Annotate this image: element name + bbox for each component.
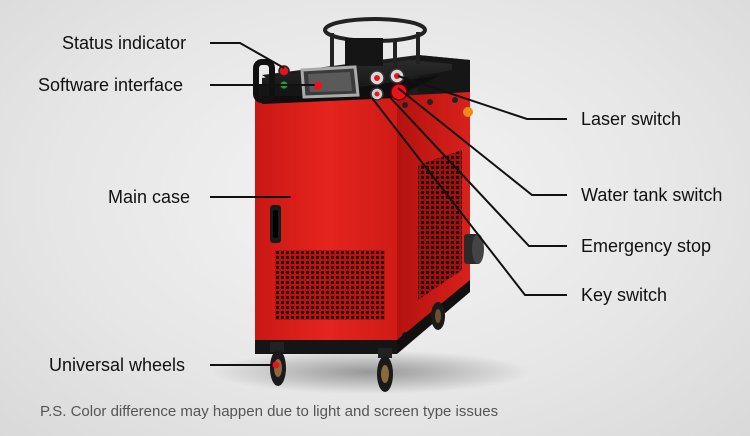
- leader-emergency-stop: [384, 91, 567, 247]
- marker-dots: [272, 81, 322, 369]
- label-software-interface: Software interface: [38, 75, 184, 95]
- label-universal-wheels: Universal wheels: [49, 355, 186, 375]
- wheel-rear-right: [431, 302, 445, 330]
- side-knob-icon: [463, 107, 473, 117]
- status-indicator-icon: [278, 65, 290, 77]
- leader-water-tank-switch: [397, 87, 567, 196]
- label-water-tank-switch: Water tank switch: [581, 185, 723, 205]
- label-emergency-stop: Emergency stop: [581, 236, 712, 256]
- color-disclaimer-note: P.S. Color difference may happen due to …: [40, 403, 499, 420]
- wheel-front-right: [377, 348, 393, 392]
- leader-lines: [210, 42, 567, 366]
- leader-status-indicator: [210, 42, 285, 69]
- leader-laser-switch: [397, 75, 567, 120]
- label-key-switch: Key switch: [581, 285, 668, 305]
- label-main-case: Main case: [108, 187, 191, 207]
- control-panel: [253, 59, 440, 104]
- lifting-handle-icon: [253, 59, 275, 103]
- label-laser-switch: Laser switch: [581, 109, 682, 129]
- floor-shadow: [210, 350, 530, 394]
- cable-holder: [323, 17, 427, 75]
- emergency-stop-icon: [390, 83, 408, 101]
- label-status-indicator: Status indicator: [62, 33, 187, 53]
- leader-key-switch: [371, 97, 567, 296]
